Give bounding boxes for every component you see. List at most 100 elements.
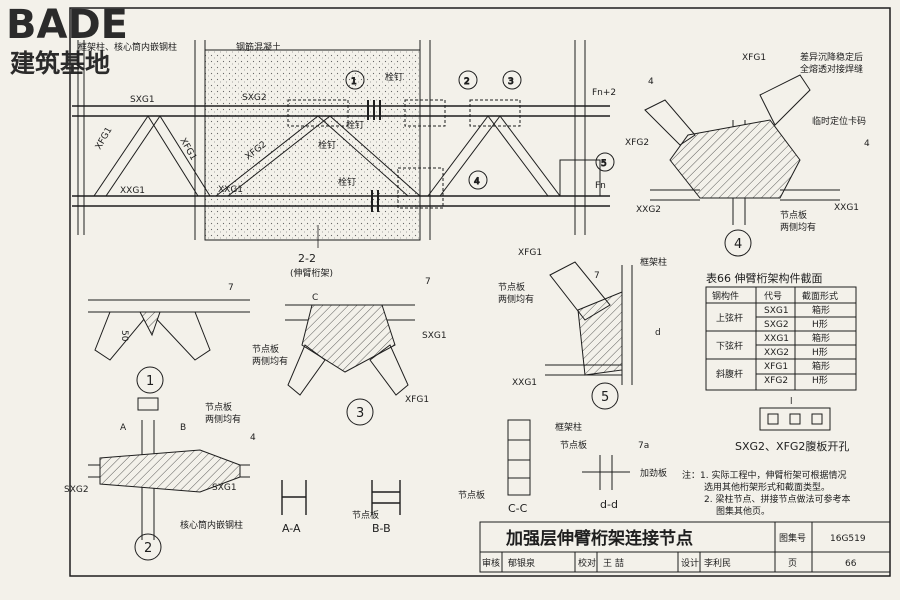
detail-4-note3: 临时定位卡码: [812, 115, 866, 127]
web-holes-drawing: [759, 407, 831, 431]
section-2-2: 2-2: [298, 252, 316, 265]
table-title: 表66 伸臂桁架构件截面: [706, 271, 823, 285]
table-section-cell: 箱形: [812, 360, 830, 372]
cut-a: A: [120, 423, 127, 433]
balloon-1: 1: [351, 77, 357, 87]
section-cc-title: C-C: [508, 502, 528, 515]
atlas-label: 图集号: [779, 532, 806, 544]
detail-4-gusset: 节点板: [780, 209, 807, 221]
note-line-4: 图集其他页。: [716, 505, 770, 517]
detail-4-note1: 差异沉降稳定后: [800, 51, 863, 63]
stud-label-4: 栓钉: [338, 176, 356, 188]
section-2-2-sub: (伸臂桁架): [290, 267, 333, 279]
section-table: [705, 286, 857, 391]
detail-4-note2: 全熔透对接焊缝: [800, 63, 863, 75]
stud-label-3: 栓钉: [318, 139, 336, 151]
design-label: 设计: [681, 557, 699, 569]
detail-5-xfg1: XFG1: [518, 248, 542, 258]
section-cc-gusset: 节点板: [458, 489, 485, 501]
logo-brand: BADE: [6, 2, 128, 48]
truss-elevation: [72, 40, 610, 248]
detail-4-both: 两侧均有: [780, 221, 816, 233]
detail-4-xxg2: XXG2: [636, 205, 661, 215]
notes: 注：1. 实际工程中，伸臂桁架可根据情况 选用其他桁架形式和截面类型。 2. 梁…: [682, 469, 850, 517]
note-line-1: 注：1. 实际工程中，伸臂桁架可根据情况: [682, 469, 846, 481]
table-code-cell: XXG1: [764, 334, 789, 344]
detail-3: [285, 304, 415, 426]
section-bb-drawing: [371, 480, 401, 515]
detail-5-number: 5: [601, 390, 609, 405]
section-bb-gusset: 节点板: [352, 509, 379, 521]
table-group-cell: 上弦杆: [716, 312, 743, 324]
designer-name: 李利民: [704, 557, 731, 569]
check-label: 校对: [578, 557, 596, 569]
xxg1-label: XXG1: [120, 186, 145, 196]
section-dd-title: d-d: [600, 498, 618, 511]
table-code-cell: SXG1: [764, 306, 789, 316]
detail-5-gusset: 节点板: [498, 281, 525, 293]
detail-3-cut: C: [312, 293, 318, 303]
section-cc-drawing: [507, 419, 531, 496]
detail-4-number: 4: [734, 237, 742, 252]
detail-2-gusset: 节点板: [205, 401, 232, 413]
detail-5-cut: d: [655, 328, 661, 338]
detail-5-xxg1: XXG1: [512, 378, 537, 388]
detail-4-w2: 4: [864, 139, 870, 149]
detail-3-sxg1: SXG1: [422, 331, 447, 341]
detail-3-both: 两侧均有: [252, 355, 288, 367]
force-fn: Fn: [595, 181, 606, 191]
detail-1-number: 1: [146, 374, 154, 389]
detail-2-weld: 4: [250, 433, 256, 443]
detail-3-number: 3: [356, 406, 364, 421]
detail-2-sxg2: SXG2: [64, 485, 89, 495]
table-code-cell: XXG2: [764, 348, 789, 358]
table-section-cell: H形: [812, 374, 828, 386]
page-label: 页: [788, 558, 797, 569]
web-holes-title: SXG2、XFG2腹板开孔: [735, 439, 849, 453]
sheet-border: [69, 7, 891, 577]
detail-4: [644, 74, 840, 257]
table-code-cell: SXG2: [764, 320, 789, 330]
page-number: 66: [845, 559, 857, 569]
detail-4-w1: 4: [648, 77, 654, 87]
table-group-cell: 下弦杆: [716, 340, 743, 352]
detail-5: [545, 261, 633, 410]
elevation-labels: 框架柱、核心筒内嵌钢柱 钢筋混凝土 SXG2 SXG1 XXG1 XXG1 XF…: [78, 41, 616, 279]
detail-2: [88, 397, 250, 561]
detail-4-xxg1: XXG1: [834, 203, 859, 213]
table-header: 截面形式: [802, 290, 838, 302]
table-section-cell: H形: [812, 346, 828, 358]
reviewer-name: 郁银泉: [508, 557, 535, 569]
detail-5-weld: 7: [594, 271, 600, 281]
detail-3-xfg1: XFG1: [405, 395, 429, 405]
detail-1: [88, 299, 250, 394]
section-bb-title: B-B: [372, 522, 391, 535]
detail-5-both: 两侧均有: [498, 293, 534, 305]
detail-1-weld: 7: [228, 283, 234, 293]
section-aa-drawing: [281, 480, 307, 515]
detail-4-xfg2: XFG2: [625, 138, 649, 148]
note-line-3: 2. 梁柱节点、拼接节点做法可参考本: [704, 493, 850, 505]
checker-name: 王 喆: [603, 557, 624, 569]
force-fn2: Fn+2: [592, 88, 616, 98]
table-header: 钢构件: [712, 290, 739, 302]
section-cc-weld: 7a: [638, 441, 649, 451]
table-header: 代号: [764, 291, 782, 302]
atlas-number: 16G519: [830, 534, 866, 544]
logo-tagline: 建筑基地: [10, 49, 110, 78]
section-aa-title: A-A: [282, 522, 301, 535]
section-dd-stiffener: 加劲板: [640, 467, 667, 479]
drawing-title: 加强层伸臂桁架连接节点: [505, 528, 693, 549]
table-section-cell: H形: [812, 318, 828, 330]
sxg2-label: SXG2: [242, 93, 267, 103]
xxg1b-label: XXG1: [218, 185, 243, 195]
review-label: 审核: [482, 557, 500, 569]
balloon-2: 2: [464, 77, 470, 87]
note-line-2: 选用其他桁架形式和截面类型。: [704, 481, 830, 493]
detail-4-xfg1: XFG1: [742, 53, 766, 63]
sxg1-label: SXG1: [130, 95, 155, 105]
section-dd-gusset: 节点板: [560, 439, 587, 451]
detail-3-gusset: 节点板: [252, 343, 279, 355]
xfg1a-label: XFG1: [94, 126, 115, 152]
